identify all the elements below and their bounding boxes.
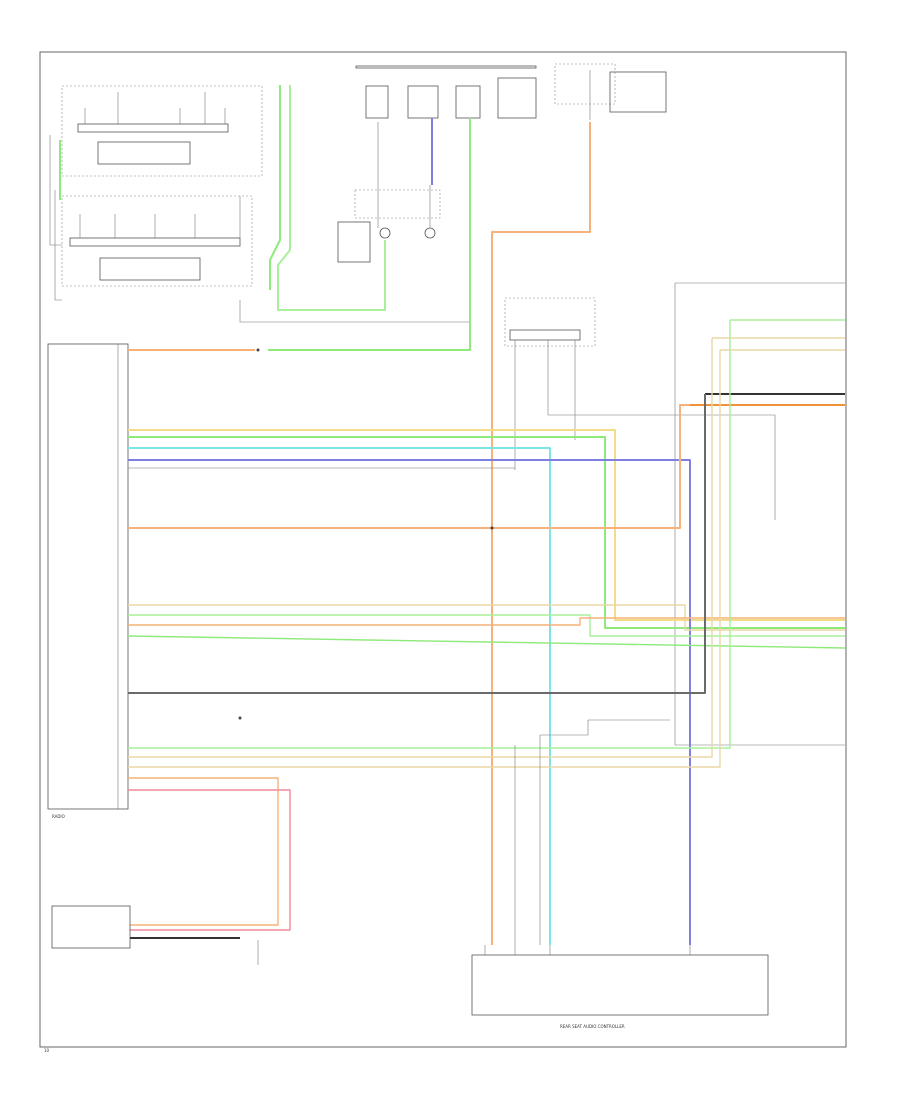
- radio-label: RADIO: [52, 814, 65, 819]
- audio-connector-top: [337, 65, 537, 263]
- footer-code: 10: [44, 1048, 50, 1053]
- rear-audio-controller-label: REAR SEAT AUDIO CONTROLLER: [560, 1024, 625, 1029]
- splice-dot: [256, 348, 260, 352]
- radio-unit: [47, 343, 129, 810]
- diagram-frame: [39, 51, 847, 1048]
- lower-steering-switch: [61, 195, 253, 287]
- fuse-block: [554, 63, 667, 120]
- splice-dot: [490, 526, 494, 530]
- data-link-connector: [51, 905, 259, 965]
- upper-steering-switch: [61, 85, 263, 177]
- splice-dot: [238, 716, 242, 720]
- rear-audio-connector: [504, 297, 596, 470]
- rear-seat-audio-controller: [471, 945, 769, 1016]
